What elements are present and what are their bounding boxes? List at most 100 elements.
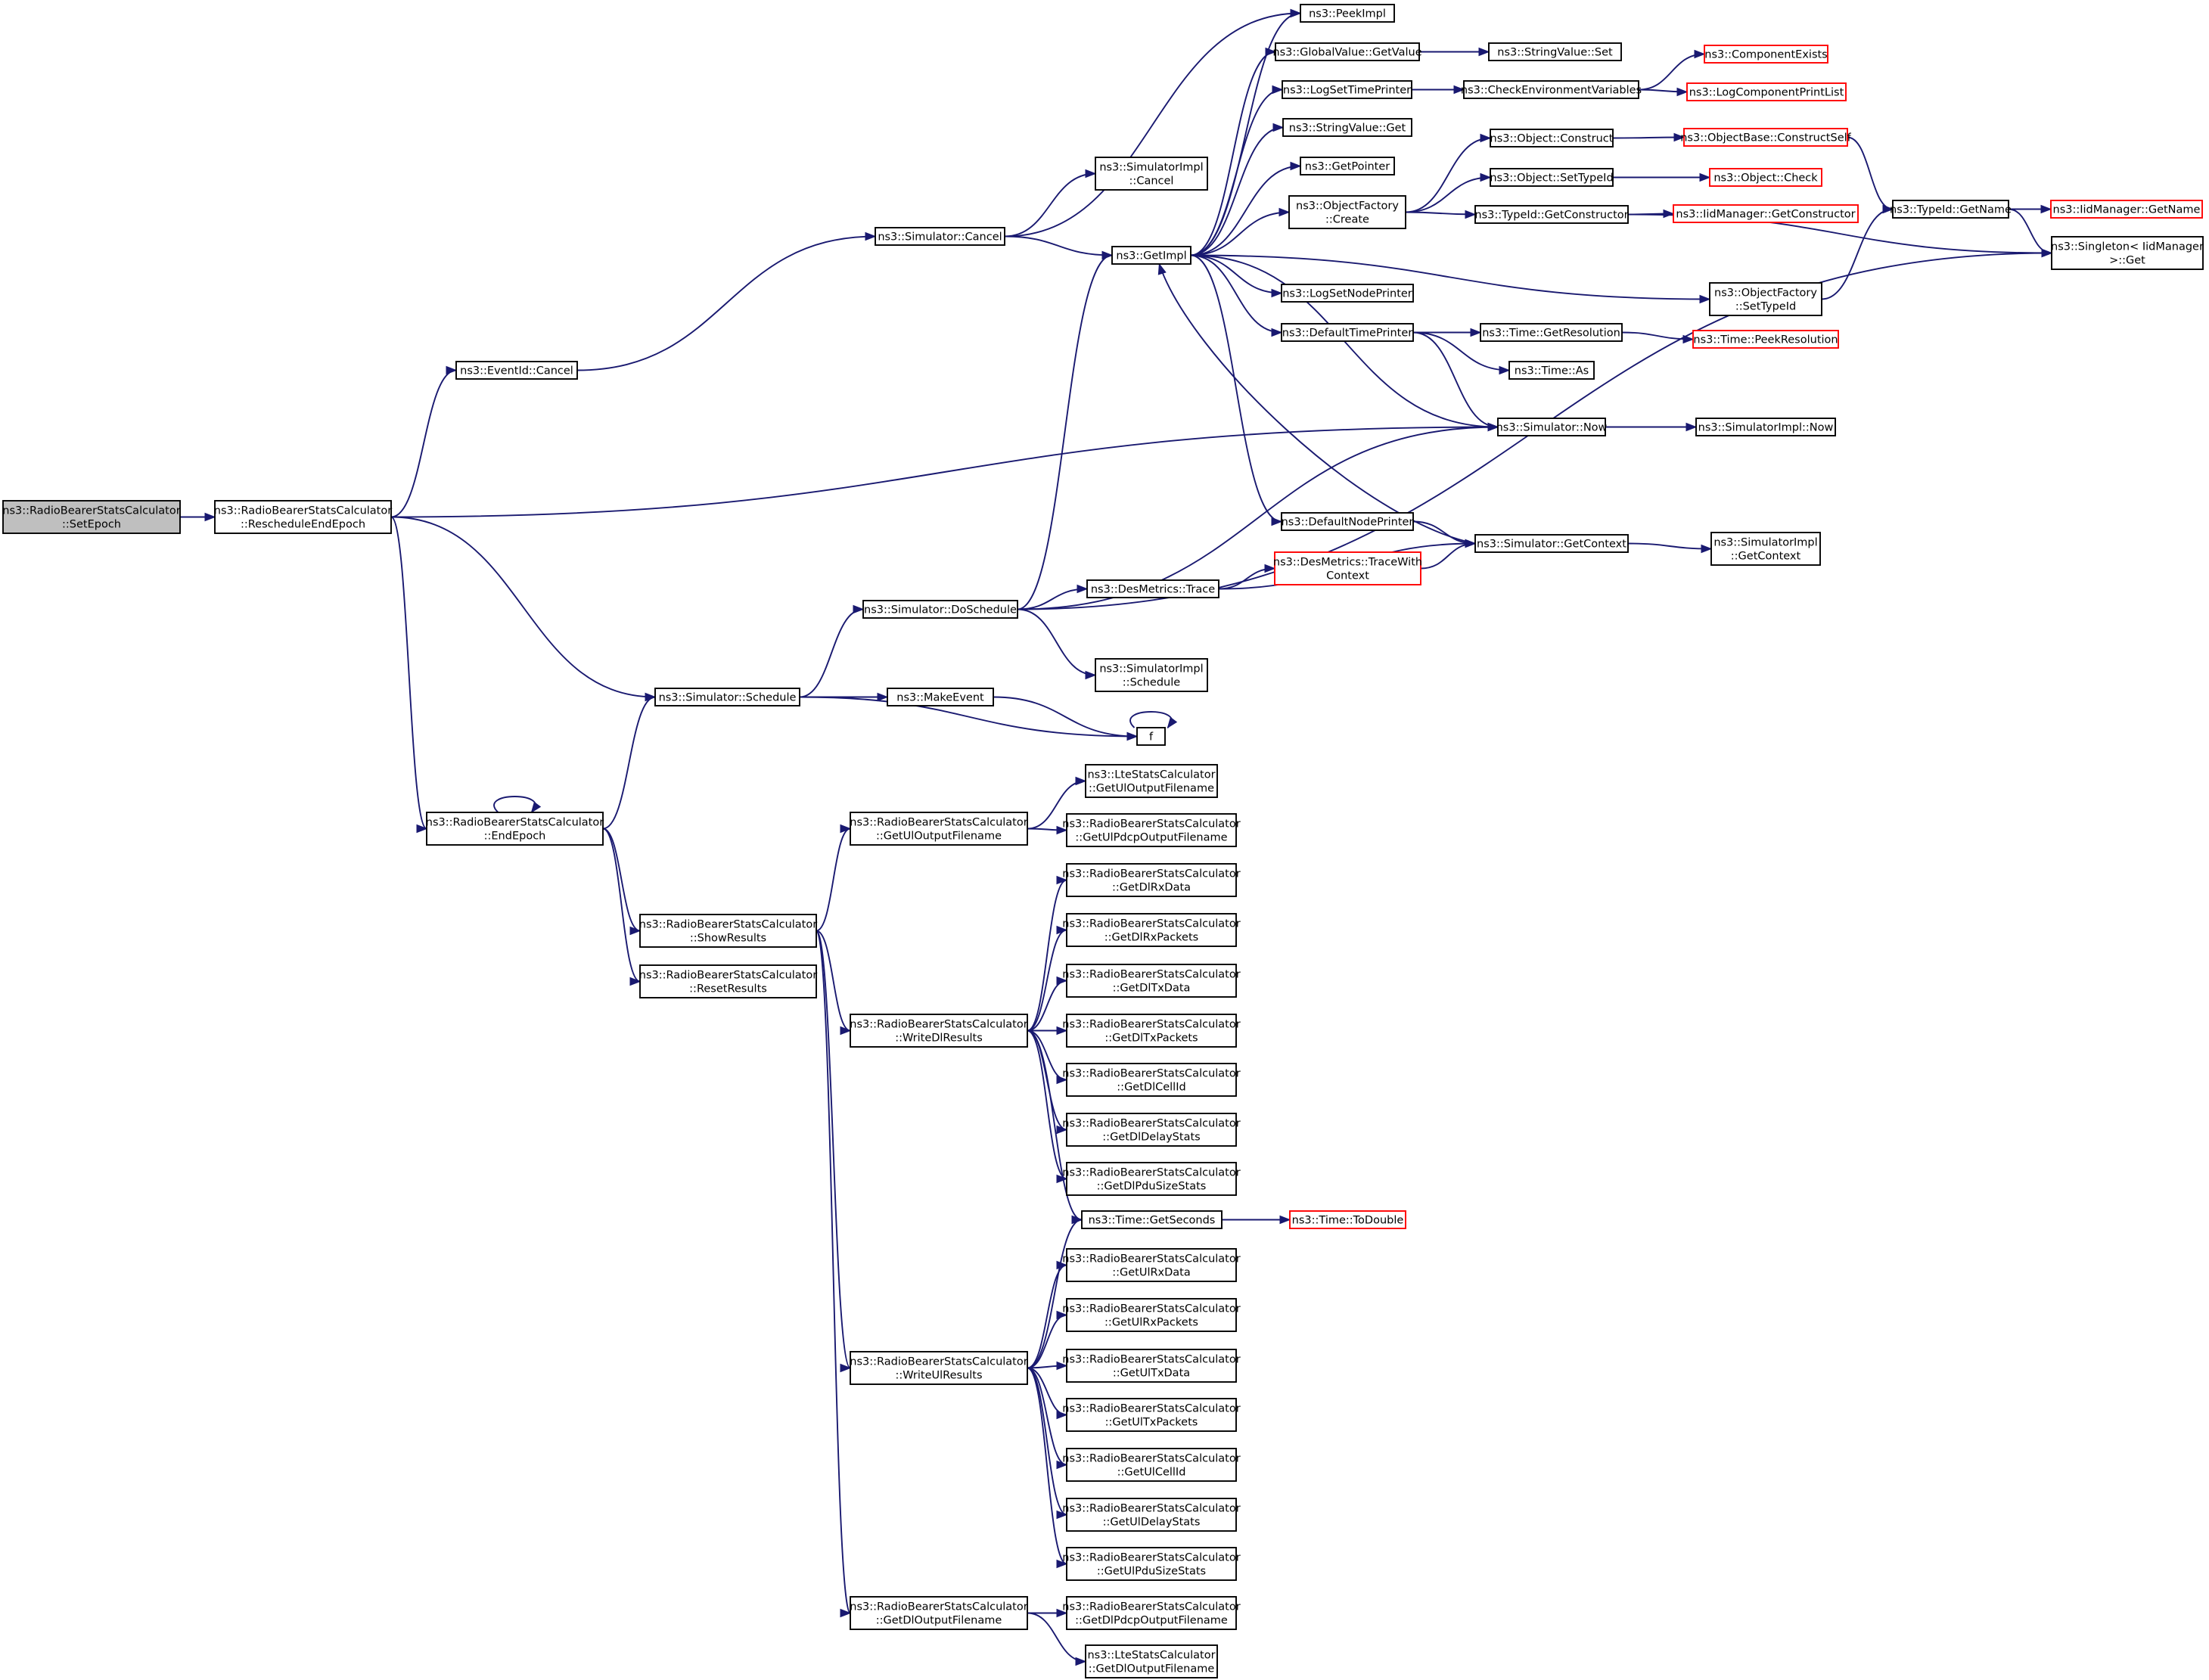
node-ultxdata[interactable]: ns3::RadioBearerStatsCalculator::GetUlTx… bbox=[1062, 1349, 1241, 1383]
node-resched[interactable]: ns3::RadioBearerStatsCalculator::Resched… bbox=[214, 500, 392, 534]
node-uldelay[interactable]: ns3::RadioBearerStatsCalculator::GetUlDe… bbox=[1062, 1498, 1241, 1532]
edge-arrowhead bbox=[629, 926, 642, 936]
node-objconstruct[interactable]: ns3::Object::Construct bbox=[1490, 129, 1614, 148]
edge-arrowhead bbox=[1499, 365, 1511, 375]
edge-simcancel-to-simimplcancel bbox=[1004, 172, 1096, 238]
node-peekimpl[interactable]: ns3::PeekImpl bbox=[1300, 4, 1395, 23]
node-objsettype[interactable]: ns3::Object::SetTypeId bbox=[1490, 168, 1614, 187]
node-label: ::GetContext bbox=[1731, 551, 1801, 563]
node-iidgetctor[interactable]: ns3::IidManager::GetConstructor bbox=[1673, 204, 1859, 223]
node-label: ::GetDlOutputFilename bbox=[876, 1615, 1002, 1627]
node-label: ns3::Object::Check bbox=[1713, 172, 1818, 185]
node-svset[interactable]: ns3::StringValue::Set bbox=[1488, 42, 1622, 61]
node-iidgetname[interactable]: ns3::IidManager::GetName bbox=[2050, 200, 2203, 219]
node-ltestatsdl[interactable]: ns3::LteStatsCalculator::GetDlOutputFile… bbox=[1085, 1644, 1218, 1678]
node-dlcell[interactable]: ns3::RadioBearerStatsCalculator::GetDlCe… bbox=[1062, 1063, 1241, 1097]
node-ofsettype[interactable]: ns3::ObjectFactory::SetTypeId bbox=[1709, 282, 1822, 316]
node-dlpdu[interactable]: ns3::RadioBearerStatsCalculator::GetDlPd… bbox=[1062, 1162, 1241, 1196]
node-getres[interactable]: ns3::Time::GetResolution bbox=[1480, 323, 1623, 342]
node-svget[interactable]: ns3::StringValue::Get bbox=[1282, 118, 1412, 137]
node-logsetnode[interactable]: ns3::LogSetNodePrinter bbox=[1281, 284, 1414, 303]
node-metricstrace[interactable]: ns3::DesMetrics::Trace bbox=[1086, 579, 1219, 598]
node-todouble[interactable]: ns3::Time::ToDouble bbox=[1289, 1210, 1406, 1229]
edge-tracewith-to-getctx bbox=[1420, 542, 1476, 570]
node-typeidgetname[interactable]: ns3::TypeId::GetName bbox=[1890, 200, 2012, 219]
edge-getimpl-to-logsettime bbox=[1190, 89, 1283, 256]
edge-getctx-to-simimplctx bbox=[1627, 542, 1712, 550]
node-compexists[interactable]: ns3::ComponentExists bbox=[1704, 45, 1828, 64]
node-dltxpk[interactable]: ns3::RadioBearerStatsCalculator::GetDlTx… bbox=[1062, 1014, 1241, 1048]
node-setepoch[interactable]: ns3::RadioBearerStatsCalculator::SetEpoc… bbox=[2, 500, 181, 534]
node-getimpl[interactable]: ns3::GetImpl bbox=[1111, 246, 1191, 265]
edge-arrowhead bbox=[1167, 716, 1178, 729]
node-dltxdata[interactable]: ns3::RadioBearerStatsCalculator::GetDlTx… bbox=[1062, 964, 1241, 998]
node-ulfn[interactable]: ns3::RadioBearerStatsCalculator::GetUlOu… bbox=[850, 812, 1028, 846]
node-simimplsched[interactable]: ns3::SimulatorImpl::Schedule bbox=[1095, 658, 1208, 692]
node-simimplcancel[interactable]: ns3::SimulatorImpl::Cancel bbox=[1095, 157, 1208, 191]
node-logsettime[interactable]: ns3::LogSetTimePrinter bbox=[1282, 80, 1412, 99]
node-wul[interactable]: ns3::RadioBearerStatsCalculator::WriteUl… bbox=[850, 1351, 1028, 1385]
node-timeas[interactable]: ns3::Time::As bbox=[1508, 361, 1595, 380]
edge-arrowhead bbox=[1056, 925, 1068, 935]
node-ulpdcpfn[interactable]: ns3::RadioBearerStatsCalculator::GetUlPd… bbox=[1062, 813, 1241, 847]
node-objbasecs[interactable]: ns3::ObjectBase::ConstructSelf bbox=[1680, 128, 1852, 147]
node-getptr[interactable]: ns3::GetPointer bbox=[1300, 157, 1395, 175]
node-logcomplist[interactable]: ns3::LogComponentPrintList bbox=[1686, 82, 1847, 101]
node-dosched[interactable]: ns3::Simulator::DoSchedule bbox=[862, 600, 1018, 619]
edge-wdl-to-dltxdata bbox=[1027, 980, 1067, 1032]
node-singleton[interactable]: ns3::Singleton< IidManager >::Get bbox=[2051, 236, 2204, 270]
node-typeidgetctor[interactable]: ns3::TypeId::GetConstructor bbox=[1474, 205, 1629, 224]
edge-arrowhead bbox=[1265, 47, 1277, 57]
node-ultxpk[interactable]: ns3::RadioBearerStatsCalculator::GetUlTx… bbox=[1062, 1398, 1241, 1432]
node-resetres[interactable]: ns3::RadioBearerStatsCalculator::ResetRe… bbox=[639, 964, 817, 998]
node-ulcell[interactable]: ns3::RadioBearerStatsCalculator::GetUlCe… bbox=[1062, 1448, 1241, 1482]
node-deftime[interactable]: ns3::DefaultTimePrinter bbox=[1281, 323, 1414, 342]
node-objcheck[interactable]: ns3::Object::Check bbox=[1709, 168, 1822, 187]
node-ofcreate[interactable]: ns3::ObjectFactory::Create bbox=[1288, 195, 1406, 229]
edge-resched-to-evcancel bbox=[390, 369, 457, 518]
node-f[interactable]: f bbox=[1136, 727, 1166, 746]
edge-getimpl-to-gvget bbox=[1190, 51, 1276, 256]
node-simnow[interactable]: ns3::Simulator::Now bbox=[1496, 418, 1608, 436]
node-ulrxpk[interactable]: ns3::RadioBearerStatsCalculator::GetUlRx… bbox=[1062, 1298, 1241, 1332]
node-showres[interactable]: ns3::RadioBearerStatsCalculator::ShowRes… bbox=[639, 914, 817, 948]
node-dlpdcpfn[interactable]: ns3::RadioBearerStatsCalculator::GetDlPd… bbox=[1062, 1596, 1241, 1630]
node-simimplctx[interactable]: ns3::SimulatorImpl::GetContext bbox=[1710, 532, 1821, 566]
node-gvget[interactable]: ns3::GlobalValue::GetValue bbox=[1272, 42, 1422, 61]
node-getctx[interactable]: ns3::Simulator::GetContext bbox=[1474, 534, 1629, 553]
edge-wdl-to-dlrxdata bbox=[1027, 879, 1067, 1032]
node-label: ns3::RadioBearerStatsCalculator bbox=[1062, 1019, 1240, 1031]
node-ulrxdata[interactable]: ns3::RadioBearerStatsCalculator::GetUlRx… bbox=[1062, 1248, 1241, 1282]
node-dldelay[interactable]: ns3::RadioBearerStatsCalculator::GetDlDe… bbox=[1062, 1113, 1241, 1147]
node-dlrxdata[interactable]: ns3::RadioBearerStatsCalculator::GetDlRx… bbox=[1062, 863, 1241, 897]
edge-f-to-f bbox=[1129, 711, 1173, 728]
node-label: ns3::LogComponentPrintList bbox=[1689, 87, 1844, 99]
node-dlfn[interactable]: ns3::RadioBearerStatsCalculator::GetDlOu… bbox=[850, 1596, 1028, 1630]
node-box bbox=[1066, 1063, 1237, 1097]
edge-wdl-to-dlrxpk bbox=[1027, 929, 1067, 1032]
node-simcancel[interactable]: ns3::Simulator::Cancel bbox=[875, 227, 1005, 246]
node-makeevent[interactable]: ns3::MakeEvent bbox=[887, 688, 994, 706]
node-checkenv[interactable]: ns3::CheckEnvironmentVariables bbox=[1461, 80, 1642, 99]
node-getsec[interactable]: ns3::Time::GetSeconds bbox=[1081, 1210, 1223, 1229]
node-box bbox=[1066, 863, 1237, 897]
node-dlrxpk[interactable]: ns3::RadioBearerStatsCalculator::GetDlRx… bbox=[1062, 913, 1241, 947]
node-schedule[interactable]: ns3::Simulator::Schedule bbox=[654, 688, 800, 706]
edge-arrowhead bbox=[1056, 1260, 1068, 1270]
node-label: ::GetUlDelayStats bbox=[1103, 1517, 1201, 1529]
node-simimplnow[interactable]: ns3::SimulatorImpl::Now bbox=[1695, 418, 1836, 436]
node-evcancel[interactable]: ns3::EventId::Cancel bbox=[455, 361, 578, 380]
edge-arrowhead bbox=[1673, 132, 1685, 142]
node-peekres[interactable]: ns3::Time::PeekResolution bbox=[1692, 330, 1839, 349]
node-label: ns3::Time::PeekResolution bbox=[1693, 334, 1838, 346]
node-defnode[interactable]: ns3::DefaultNodePrinter bbox=[1281, 512, 1414, 531]
node-endepoch[interactable]: ns3::RadioBearerStatsCalculator::EndEpoc… bbox=[426, 812, 604, 846]
node-label: ns3::RadioBearerStatsCalculator bbox=[1062, 1253, 1240, 1265]
edges-layer bbox=[180, 8, 2053, 1666]
edge-wdl-to-dlcell bbox=[1027, 1029, 1067, 1081]
node-wdl[interactable]: ns3::RadioBearerStatsCalculator::WriteDl… bbox=[850, 1014, 1028, 1048]
node-ulpdu[interactable]: ns3::RadioBearerStatsCalculator::GetUlPd… bbox=[1062, 1547, 1241, 1581]
node-ltestatsul[interactable]: ns3::LteStatsCalculator::GetUlOutputFile… bbox=[1085, 764, 1218, 798]
node-label: ns3::SimulatorImpl bbox=[1099, 663, 1203, 675]
